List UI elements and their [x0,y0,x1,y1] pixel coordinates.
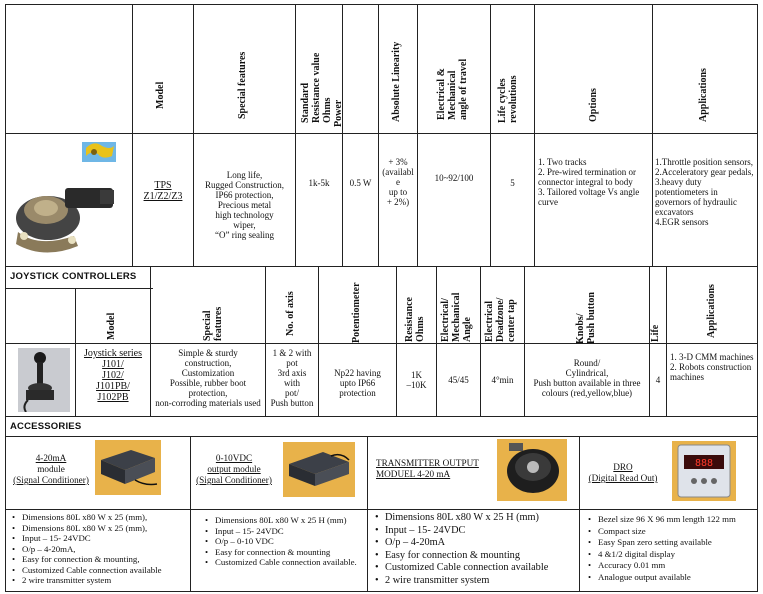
tps-header-resistance: Standard Resistance value Ohms [300,52,333,123]
tps-applications: 1.Throttle position sensors, 2.Accelerat… [655,157,754,227]
joystick-section-title: JOYSTICK CONTROLLERS [10,271,137,282]
joy-potentiometer: Np22 having upto IP66 protection [334,368,381,398]
accessory-2-title: 0-10VDC output module (Signal Conditione… [196,453,272,485]
joy-angle: 45/45 [448,375,469,385]
joy-model: Joystick series J101/ J102/ J101PB/ J102… [83,348,143,403]
joy-features: Simple & sturdy construction, Customizat… [155,348,261,408]
tps-header-power: Power [333,99,344,127]
tps-resistance: 1k-5k [308,178,330,188]
joy-header-features: Special features [202,306,224,341]
output-module-photo [283,442,355,497]
transmitter-module-photo [497,439,567,501]
accessories-section-title: ACCESSORIES [10,421,82,432]
digital-readout-photo: 888 [672,441,736,501]
tps-power: 0.5 W [349,178,372,188]
tps-linearity: + 3% (availabl e up to + 2%) [382,157,414,207]
tps-header-features: Special features [237,51,248,119]
joy-life: 4 [655,375,661,385]
tps-header-model: Model [155,81,166,109]
tps-options: 1. Two tracks 2. Pre-wired termination o… [538,157,640,207]
accessory-1-title: 4-20mA module (Signal Conditioner) [13,453,89,485]
joy-axis: 1 & 2 with pot 3rd axis with pot/ Push b… [270,348,314,408]
joy-header-resistance: Resistance Ohms [404,297,426,342]
joy-header-knobs: Knobs/ Push button [575,292,597,344]
tps-sensor-photo [10,140,125,260]
tps-features: Long life, Rugged Construction, IP66 pro… [205,170,284,240]
joy-header-potentiometer: Potentiometer [351,282,362,343]
joy-header-model: Model [106,312,117,340]
tps-header-options: Options [588,88,599,122]
joy-knobs: Round/ Cylindrical, Push button availabl… [533,358,641,398]
joy-applications: 1. 3-D CMM machines 2. Robots constructi… [670,352,754,382]
signal-conditioner-photo [95,440,161,495]
joy-header-deadzone: Electrical Deadzone/ center tap [484,297,517,342]
joy-header-life: Life [650,324,661,342]
joy-header-axis: No. of axis [285,291,296,336]
accessory-2-specs: Dimensions 80L x80 W x 25 H (mm) Input –… [205,515,365,568]
accessory-1-specs: Dimensions 80L x80 W x 25 (mm), Dimensio… [12,512,190,586]
accessory-4-specs: Bezel size 96 X 96 mm length 122 mm Comp… [588,514,756,583]
tps-header-applications: Applications [698,68,709,122]
tps-angle: 10~92/100 [434,173,474,183]
joy-header-applications: Applications [706,284,717,338]
tps-life: 5 [510,178,515,188]
svg-text:888: 888 [695,458,713,469]
joystick-photo [18,348,70,413]
joy-deadzone: 4°min [491,375,514,385]
joy-resistance: 1K –10K [406,370,427,390]
joy-header-angle: Electrical/ Mechanical Angle [440,292,473,342]
accessory-3-specs: Dimensions 80L x80 W x 25 H (mm) Input –… [375,512,579,587]
tps-header-angle: Electrical & Mechanical angle of travel [436,58,469,120]
tps-header-linearity: Absolute Linearity [391,41,402,122]
accessory-3-title: TRANSMITTER OUTPUT MODUEL 4-20 mA [376,458,479,479]
accessory-4-title: DRO (Digital Read Out) [588,462,658,483]
